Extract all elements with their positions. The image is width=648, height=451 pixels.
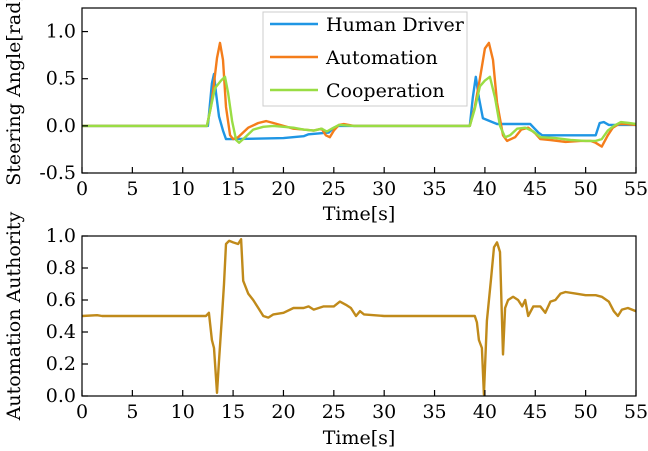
x-tick-label: 25 bbox=[322, 401, 346, 423]
y-tick-label: 0.0 bbox=[46, 385, 76, 407]
x-tick-label: 40 bbox=[473, 401, 497, 423]
x-tick-label: 20 bbox=[271, 178, 295, 200]
y-tick-label: 1.0 bbox=[46, 21, 76, 43]
x-tick-label: 10 bbox=[171, 401, 195, 423]
x-tick-label: 0 bbox=[76, 401, 88, 423]
x-axis-label: Time[s] bbox=[323, 203, 396, 225]
x-tick-label: 55 bbox=[624, 401, 648, 423]
y-tick-label: -0.5 bbox=[39, 162, 76, 184]
x-tick-label: 30 bbox=[372, 401, 396, 423]
legend-label-automation: Automation bbox=[325, 47, 438, 69]
x-tick-label: 15 bbox=[221, 178, 245, 200]
legend-label-cooperation: Cooperation bbox=[326, 80, 445, 102]
x-tick-label: 50 bbox=[574, 401, 598, 423]
x-tick-label: 30 bbox=[372, 178, 396, 200]
x-axis-label: Time[s] bbox=[323, 427, 396, 449]
x-tick-label: 35 bbox=[422, 401, 446, 423]
y-tick-label: 0.0 bbox=[46, 115, 76, 137]
x-tick-label: 25 bbox=[322, 178, 346, 200]
y-tick-label: 0.2 bbox=[46, 353, 76, 375]
automation-authority-panel: 0 5 10 15 20 25 30 35 40 45 50 55 0.0 0.2 0.4 0.6 0.8 1.0… bbox=[3, 211, 648, 449]
x-tick-label: 55 bbox=[624, 178, 648, 200]
y-tick-label: 0.4 bbox=[46, 321, 76, 343]
series-line-0 bbox=[81, 238, 637, 396]
y-axis-label: Automation Authority bbox=[3, 211, 25, 421]
y-tick-label: 0.8 bbox=[46, 257, 76, 279]
x-tick-label: 5 bbox=[126, 178, 138, 200]
x-tick-label: 45 bbox=[523, 178, 547, 200]
x-tick-label: 15 bbox=[221, 401, 245, 423]
y-tick-label: 1.0 bbox=[46, 225, 76, 247]
plot-frame bbox=[81, 235, 637, 397]
ticks: 0 5 10 15 20 25 30 35 40 45 50 55 -0.5 0.0 0.5 1.0 bbox=[39, 21, 648, 200]
y-axis-label: Steering Angle[rad] bbox=[3, 0, 25, 186]
x-tick-label: 5 bbox=[126, 401, 138, 423]
x-tick-label: 45 bbox=[523, 401, 547, 423]
x-tick-label: 40 bbox=[473, 178, 497, 200]
plot-lines bbox=[81, 238, 637, 396]
legend: Human Driver Automation Cooperation bbox=[262, 11, 468, 107]
plot-frame bbox=[81, 7, 637, 174]
series-line-2 bbox=[82, 75, 637, 144]
y-tick-label: 0.6 bbox=[46, 289, 76, 311]
plot-lines bbox=[82, 41, 637, 148]
x-tick-label: 35 bbox=[422, 178, 446, 200]
x-tick-label: 10 bbox=[171, 178, 195, 200]
ticks: 0 5 10 15 20 25 30 35 40 45 50 55 0.0 0.2 0.4 0.6 0.8 1.0 bbox=[46, 225, 648, 423]
x-tick-label: 20 bbox=[271, 401, 295, 423]
legend-label-human-driver: Human Driver bbox=[326, 14, 465, 36]
y-tick-label: 0.5 bbox=[46, 68, 76, 90]
x-tick-label: 50 bbox=[574, 178, 598, 200]
x-tick-label: 0 bbox=[76, 178, 88, 200]
steering-angle-panel: 0 5 10 15 20 25 30 35 40 45 50 55 -0.5 0.0 0.5 1.0 Time… bbox=[3, 0, 648, 225]
